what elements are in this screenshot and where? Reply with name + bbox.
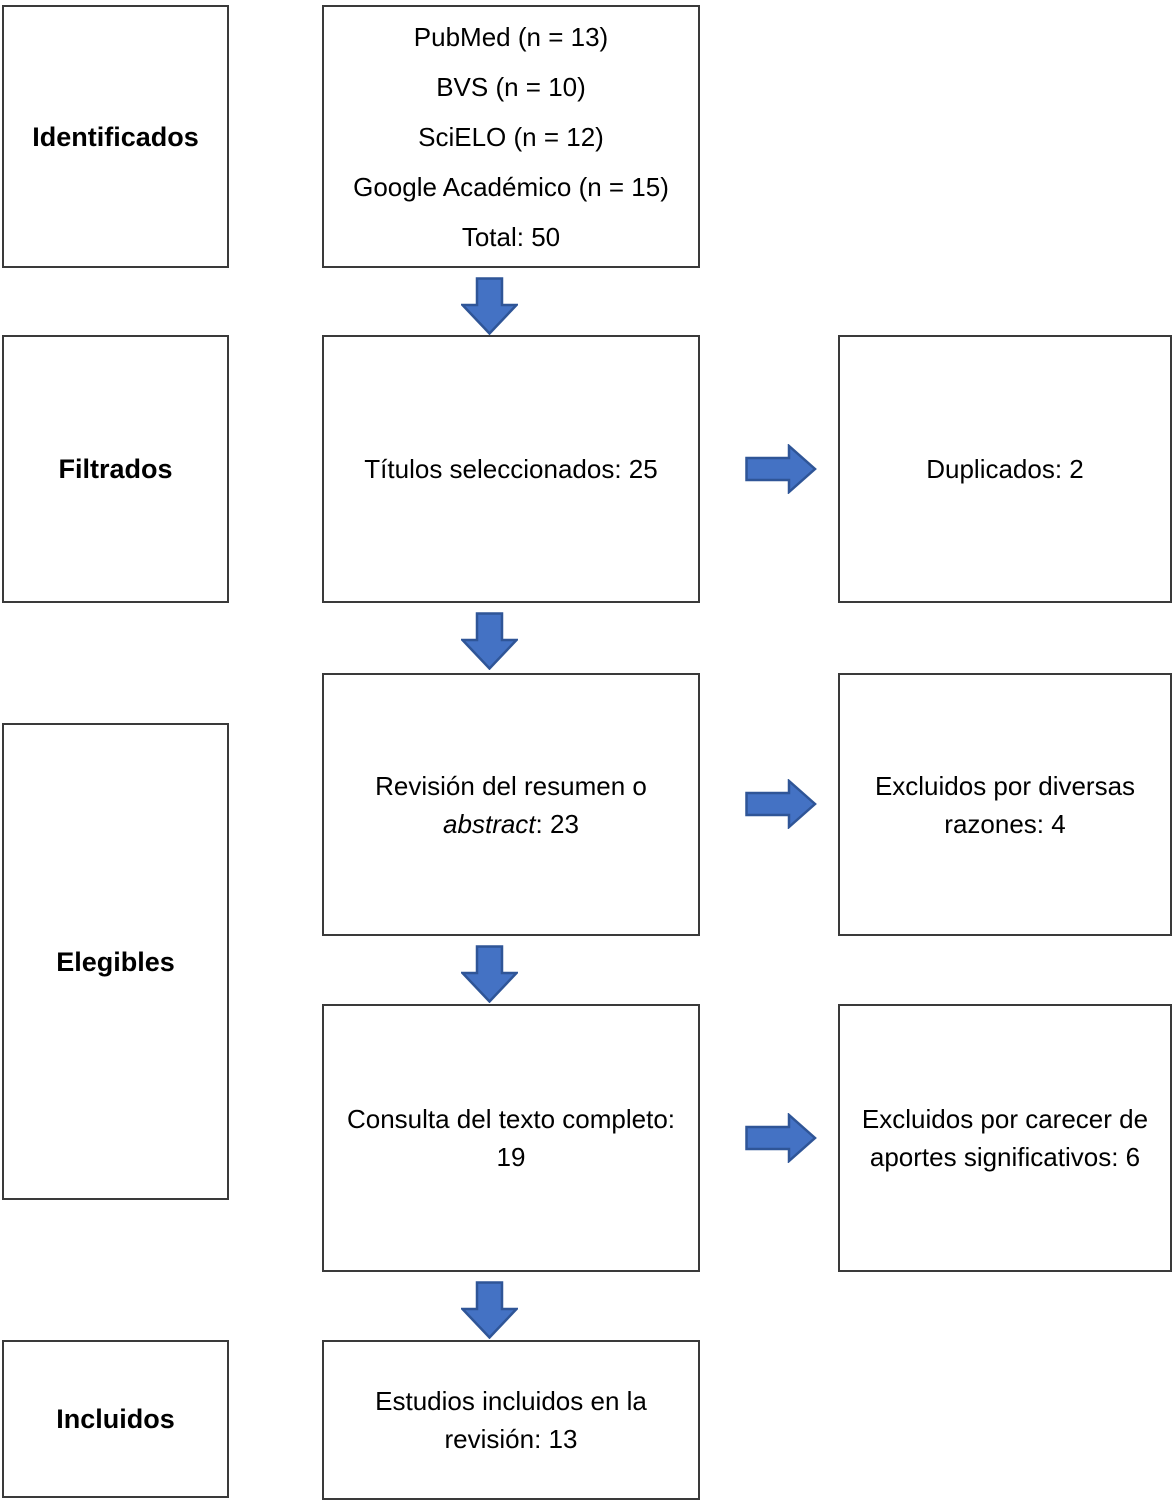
excluded-no-contribution-box: Excluidos por carecer de aportes signifi…	[838, 1004, 1172, 1272]
arrow-down-4-icon	[461, 1281, 518, 1339]
source-line-total: Total: 50	[461, 221, 561, 252]
stage-box-incluidos: Incluidos	[2, 1340, 229, 1498]
arrow-down-2-icon	[461, 612, 518, 670]
abstract-review-box: Revisión del resumen o abstract: 23	[322, 673, 700, 936]
arrow-right-3-icon	[745, 1113, 817, 1163]
abstract-review-text: Revisión del resumen o abstract: 23	[375, 770, 647, 839]
stage-box-identificados: Identificados	[2, 5, 229, 268]
titles-selected-box: Títulos seleccionados: 25	[322, 335, 700, 603]
excluded-various-box: Excluidos por diversas razones: 4	[838, 673, 1172, 936]
stage-label-filtrados: Filtrados	[58, 454, 173, 484]
arrow-down-1-icon	[461, 277, 518, 335]
source-line-google: Google Académico (n = 15)	[353, 171, 669, 202]
stage-label-identificados: Identificados	[32, 121, 199, 152]
titles-selected-text: Títulos seleccionados: 25	[364, 454, 658, 484]
included-studies-box: Estudios incluidos en la revisión: 13	[322, 1340, 700, 1500]
excluded-various-text: Excluidos por diversas razones: 4	[874, 770, 1136, 839]
source-line-bvs: BVS (n = 10)	[436, 71, 586, 102]
source-line-pubmed: PubMed (n = 13)	[413, 21, 609, 52]
duplicates-text: Duplicados: 2	[926, 454, 1084, 484]
arrow-down-3-icon	[461, 945, 518, 1003]
source-line-scielo: SciELO (n = 12)	[418, 121, 604, 152]
full-text-review-box: Consulta del texto completo: 19	[322, 1004, 700, 1272]
excluded-no-contribution-text: Excluidos por carecer de aportes signifi…	[861, 1104, 1149, 1172]
stage-label-incluidos: Incluidos	[56, 1404, 175, 1434]
included-studies-text: Estudios incluidos en la revisión: 13	[375, 1386, 647, 1454]
stage-label-elegibles: Elegibles	[56, 946, 175, 977]
sources-box: PubMed (n = 13) BVS (n = 10) SciELO (n =…	[322, 5, 700, 268]
stage-box-filtrados: Filtrados	[2, 335, 229, 603]
duplicates-box: Duplicados: 2	[838, 335, 1172, 603]
full-text-review-text: Consulta del texto completo: 19	[346, 1104, 676, 1172]
abstract-italic-word: abstract	[443, 808, 536, 839]
arrow-right-2-icon	[745, 779, 817, 829]
stage-box-elegibles: Elegibles	[2, 723, 229, 1200]
arrow-right-1-icon	[745, 444, 817, 494]
